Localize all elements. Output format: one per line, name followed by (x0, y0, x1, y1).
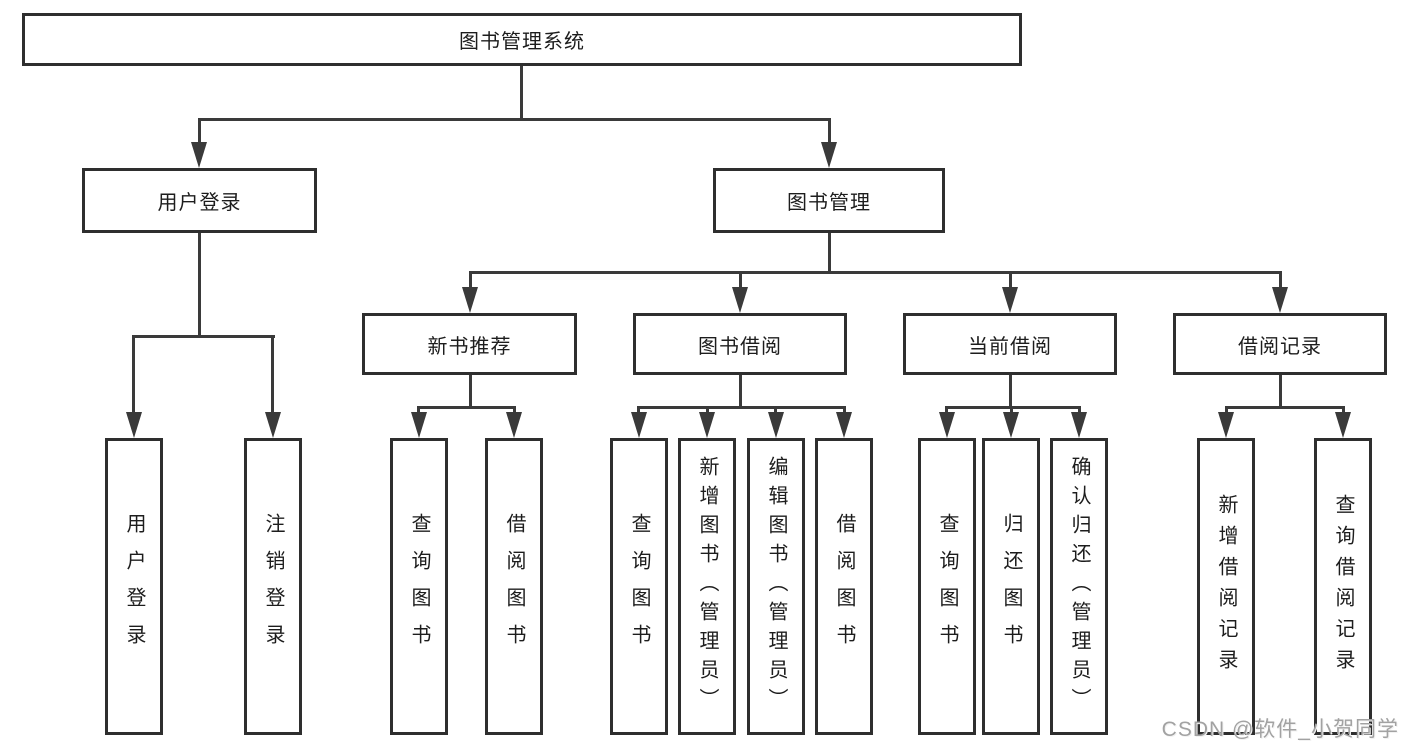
arrowhead-down-icon (768, 412, 784, 438)
arrowhead-down-icon (939, 412, 955, 438)
arrowhead-down-icon (1218, 412, 1234, 438)
connector (638, 406, 845, 409)
connector (828, 231, 831, 273)
connector (133, 335, 275, 338)
node-root-library-system: 图书管理系统 (22, 13, 1022, 66)
node-borrow-records: 借阅记录 (1173, 313, 1387, 375)
connector (1010, 406, 1013, 415)
connector (706, 406, 709, 415)
node-new-book-recommend: 新书推荐 (362, 313, 577, 375)
connector (198, 118, 201, 146)
connector (1078, 406, 1081, 415)
leaf-edit-book-admin: 编辑图书（管理员） (747, 438, 805, 735)
leaf-add-book-admin: 新增图书（管理员） (678, 438, 736, 735)
connector (520, 64, 523, 120)
arrowhead-down-icon (699, 412, 715, 438)
arrowhead-down-icon (1335, 412, 1351, 438)
connector (1009, 271, 1012, 291)
arrowhead-down-icon (1003, 412, 1019, 438)
arrowhead-down-icon (821, 142, 837, 168)
connector (271, 335, 274, 415)
connector (945, 406, 948, 415)
arrowhead-down-icon (126, 412, 142, 438)
leaf-query-books-recommend: 查询图书 (390, 438, 448, 735)
connector (774, 406, 777, 415)
connector (1009, 373, 1012, 409)
arrowhead-down-icon (506, 412, 522, 438)
node-current-borrow: 当前借阅 (903, 313, 1117, 375)
connector (418, 406, 516, 409)
connector (469, 271, 472, 291)
leaf-borrow-books-recommend: 借阅图书 (485, 438, 543, 735)
connector (417, 406, 420, 415)
arrowhead-down-icon (462, 287, 478, 313)
connector (469, 373, 472, 409)
node-book-borrow: 图书借阅 (633, 313, 847, 375)
connector (513, 406, 516, 415)
connector (1225, 406, 1344, 409)
connector (1279, 373, 1282, 409)
connector (198, 231, 201, 337)
arrowhead-down-icon (1272, 287, 1288, 313)
leaf-confirm-return-admin: 确认归还（管理员） (1050, 438, 1108, 735)
leaf-borrow-books: 借阅图书 (815, 438, 873, 735)
arrowhead-down-icon (1002, 287, 1018, 313)
connector (198, 118, 831, 121)
connector (1225, 406, 1228, 415)
node-book-management: 图书管理 (713, 168, 945, 233)
connector (843, 406, 846, 415)
connector (132, 335, 135, 415)
connector (637, 406, 640, 415)
arrowhead-down-icon (631, 412, 647, 438)
leaf-query-books-borrow: 查询图书 (610, 438, 668, 735)
connector (469, 271, 1281, 274)
leaf-query-books-current: 查询图书 (918, 438, 976, 735)
leaf-query-borrow-record: 查询借阅记录 (1314, 438, 1372, 735)
leaf-logout: 注销登录 (244, 438, 302, 735)
arrowhead-down-icon (1071, 412, 1087, 438)
watermark: CSDN @软件_小贺同学 (1161, 718, 1399, 741)
leaf-return-books: 归还图书 (982, 438, 1040, 735)
connector (1342, 406, 1345, 415)
arrowhead-down-icon (191, 142, 207, 168)
connector (1279, 271, 1282, 291)
leaf-add-borrow-record: 新增借阅记录 (1197, 438, 1255, 735)
arrowhead-down-icon (732, 287, 748, 313)
connector (739, 271, 742, 291)
node-user-login: 用户登录 (82, 168, 317, 233)
leaf-user-login: 用户登录 (105, 438, 163, 735)
connector (828, 118, 831, 146)
connector (739, 373, 742, 409)
arrowhead-down-icon (836, 412, 852, 438)
arrowhead-down-icon (411, 412, 427, 438)
arrowhead-down-icon (265, 412, 281, 438)
